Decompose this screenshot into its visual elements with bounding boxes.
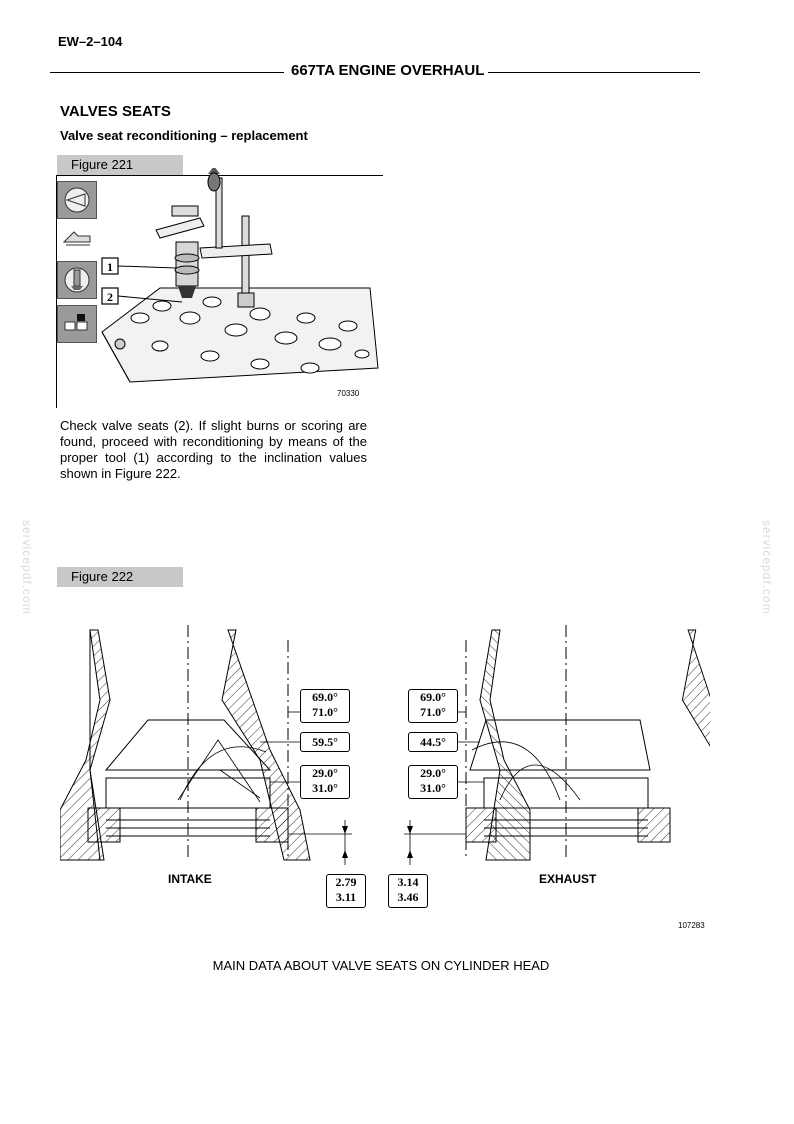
- figure-222-caption: MAIN DATA ABOUT VALVE SEATS ON CYLINDER …: [212, 958, 550, 973]
- exhaust-depth-box: 3.14 3.46: [388, 874, 428, 908]
- grinder-tool-icon: [57, 261, 97, 299]
- intake-depth-box: 2.79 3.11: [326, 874, 366, 908]
- exhaust-angle-bottom-1: 29.0°: [420, 766, 446, 780]
- figure-221-label: Figure 221: [57, 155, 183, 175]
- exhaust-label: EXHAUST: [539, 872, 597, 886]
- page-subheading: Valve seat reconditioning – replacement: [60, 128, 308, 143]
- exhaust-depth-2: 3.46: [397, 890, 419, 904]
- intake-angle-mid: 59.5°: [300, 732, 350, 752]
- section-title: 667TA ENGINE OVERHAUL: [287, 62, 489, 79]
- exhaust-angle-top-box: 69.0° 71.0°: [408, 689, 458, 723]
- header-rule-left: [50, 72, 284, 73]
- exhaust-angle-mid: 44.5°: [408, 732, 458, 752]
- watermark-right: servicepdf.com: [760, 520, 774, 615]
- angle-gauge-icon: [57, 181, 97, 219]
- figure-221-frame: [56, 175, 383, 408]
- intake-depth-1: 2.79: [335, 875, 357, 889]
- intake-angle-bottom-1: 29.0°: [312, 766, 338, 780]
- header-rule-right: [487, 72, 700, 73]
- exhaust-angle-top-1: 69.0°: [420, 690, 446, 704]
- intake-angle-top-2: 71.0°: [312, 705, 338, 719]
- callout-2: 2: [107, 290, 113, 304]
- figure-222-number: 107283: [678, 921, 705, 930]
- component-icon: [57, 305, 97, 343]
- valve-seat-icon: [60, 226, 94, 248]
- intake-label: INTAKE: [168, 872, 212, 886]
- figure-222-label: Figure 222: [57, 567, 183, 587]
- exhaust-angle-top-2: 71.0°: [420, 705, 446, 719]
- valve-seat-tool-illustration: 1 2: [101, 168, 379, 383]
- exhaust-angle-bottom-2: 31.0°: [420, 781, 446, 795]
- exhaust-angle-bottom-box: 29.0° 31.0°: [408, 765, 458, 799]
- figure-221-number: 70330: [337, 389, 360, 398]
- page-heading: VALVES SEATS: [60, 103, 171, 120]
- intake-angle-top-1: 69.0°: [312, 690, 338, 704]
- intake-angle-bottom-2: 31.0°: [312, 781, 338, 795]
- intake-angle-bottom-box: 29.0° 31.0°: [300, 765, 350, 799]
- intake-angle-top-box: 69.0° 71.0°: [300, 689, 350, 723]
- watermark-left: servicepdf.com: [20, 520, 34, 615]
- page-code: EW–2–104: [58, 34, 123, 49]
- exhaust-depth-1: 3.14: [397, 875, 419, 889]
- callout-1: 1: [107, 260, 113, 274]
- intake-depth-2: 3.11: [335, 890, 357, 904]
- instruction-paragraph: Check valve seats (2). If slight burns o…: [60, 418, 367, 481]
- valve-seat-section-drawing: [60, 625, 710, 865]
